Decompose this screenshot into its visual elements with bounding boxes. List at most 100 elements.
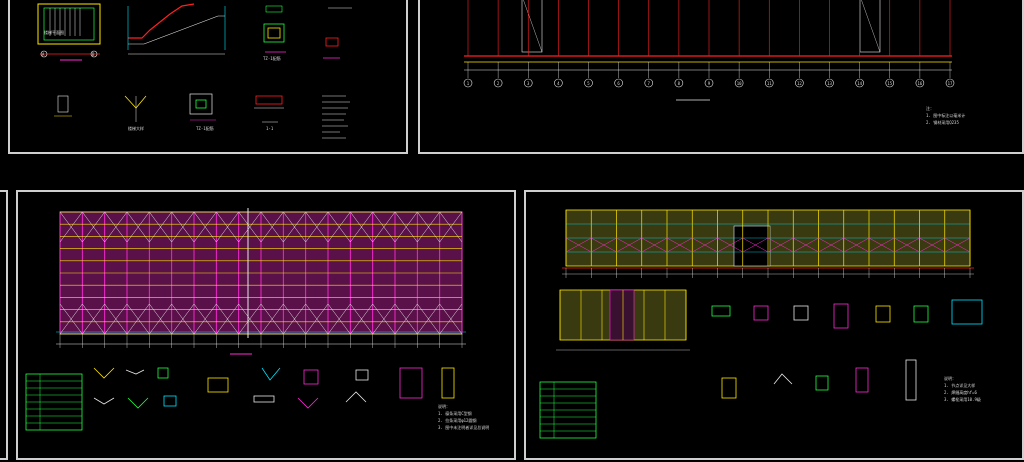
frame-note-title: 说明： [944, 375, 956, 381]
stair-details-drawing: 楼梯平面图 TZ-1配筋 TZ-1配筋 1-1 楼梯大样 A B [37, 3, 352, 139]
roof-brace [171, 211, 195, 243]
frame-brace [843, 237, 870, 253]
frame-note-2: 2. 焊缝高度hf=6 [944, 389, 977, 395]
frame-details-drawing: 说明： 1. 节点详见大样 2. 焊缝高度hf=6 3. 螺栓采用10.9级 [539, 209, 983, 439]
elev-axis-number: 3 [527, 81, 530, 86]
roof-brace [305, 303, 329, 335]
frame-brace [641, 237, 668, 253]
elev-axis-bubble [644, 78, 654, 88]
axis-a: A [42, 52, 45, 57]
roof-brace [305, 211, 329, 243]
elev-axis-number: 8 [678, 81, 681, 86]
elev-axis-bubble [523, 78, 533, 88]
elev-axis-bubble [945, 78, 955, 88]
roof-brace [439, 303, 463, 335]
roof-brace [417, 303, 440, 335]
roof-brace [59, 303, 83, 335]
roof-brace [327, 303, 351, 335]
elev-axis-number: 17 [948, 81, 953, 86]
frame-brace [818, 237, 844, 253]
roof-brace [82, 303, 105, 335]
elev-axis-bubble [885, 78, 895, 88]
elev-axis-bubble [674, 78, 684, 88]
frame-note-1: 1. 节点详见大样 [944, 382, 975, 388]
roof-brace [350, 211, 373, 243]
roof-brace [193, 303, 217, 335]
frame-brace [666, 237, 693, 253]
roof-brace [372, 303, 396, 335]
axis-b: B [92, 52, 95, 57]
sheet-partial-left [0, 190, 8, 460]
roof-brace [104, 211, 128, 243]
roof-brace [149, 303, 172, 335]
elev-note-title: 注： [926, 105, 934, 111]
roof-brace [126, 303, 150, 335]
roof-brace [216, 211, 239, 243]
elev-axis-bubble [584, 78, 593, 88]
frame-brace [692, 237, 718, 253]
frame-brace [868, 237, 895, 253]
elev-axis-number: 12 [797, 81, 802, 86]
frame-brace [616, 237, 642, 253]
elev-axis-number: 7 [648, 81, 651, 86]
roof-brace [238, 211, 262, 243]
elev-axis-number: 10 [737, 81, 742, 86]
elev-axis-number: 6 [617, 81, 620, 86]
frame-note-3: 3. 螺栓采用10.9级 [944, 396, 981, 402]
elev-axis-bubble [764, 78, 774, 88]
roof-brace [260, 211, 284, 243]
roof-brace [59, 211, 83, 243]
roof-brace [260, 303, 284, 335]
roof-brace [104, 303, 128, 335]
elev-note-2: 2. 钢材采用Q235 [926, 119, 959, 125]
stair-plan-label: 楼梯平面图 [44, 29, 64, 35]
sheet-roof-plan: 说明： 1. 檩条采用C型钢 2. 拉条采用φ12圆钢 3. 图中未注明者详见总… [16, 190, 516, 460]
elev-axis-bubble [463, 78, 473, 88]
elev-axis-number: 9 [708, 81, 711, 86]
frame-brace [591, 237, 617, 253]
sheet-frame-details: 说明： 1. 节点详见大样 2. 焊缝高度hf=6 3. 螺栓采用10.9级 [524, 190, 1024, 460]
roof-brace [327, 211, 351, 243]
elev-axis-number: 4 [557, 81, 560, 86]
elev-axis-bubble [704, 78, 714, 88]
frame-brace [565, 237, 592, 253]
roof-brace [126, 211, 150, 243]
roof-brace [439, 211, 463, 243]
elev-axis-number: 15 [887, 81, 892, 86]
sheet-stair-details: 楼梯平面图 TZ-1配筋 TZ-1配筋 1-1 楼梯大样 A B [8, 0, 408, 154]
frame-brace [742, 237, 769, 253]
tz1-label-2: TZ-1配筋 [196, 125, 214, 131]
roof-brace [193, 211, 217, 243]
elev-axis-number: 14 [857, 81, 862, 86]
frame-brace [894, 237, 920, 253]
roof-brace [216, 303, 239, 335]
elev-axis-bubble [493, 78, 503, 88]
elev-axis-bubble [795, 78, 804, 88]
frame-brace [793, 237, 819, 253]
stair-detail-label: 楼梯大样 [128, 125, 144, 131]
roof-brace [372, 211, 396, 243]
elev-axis-number: 1 [467, 81, 470, 86]
roof-plan-drawing: 说明： 1. 檩条采用C型钢 2. 拉条采用φ12圆钢 3. 图中未注明者详见总… [25, 208, 489, 431]
elev-axis-bubble [855, 78, 864, 88]
frame-brace [767, 237, 794, 253]
elev-axis-number: 13 [827, 81, 832, 86]
roof-brace [417, 211, 440, 243]
roof-brace [350, 303, 373, 335]
roof-brace [238, 303, 262, 335]
roof-brace [394, 211, 418, 243]
roof-note-2: 2. 拉条采用φ12圆钢 [438, 417, 476, 423]
elev-note-1: 1. 图中标注以毫米计 [926, 112, 965, 118]
elev-axis-bubble [825, 78, 834, 88]
elev-axis-number: 16 [917, 81, 922, 86]
frame-brace [944, 237, 971, 253]
elev-axis-bubble [614, 78, 623, 88]
roof-brace [171, 303, 195, 335]
roof-note-title: 说明： [438, 403, 450, 409]
elev-axis-bubble [554, 78, 563, 88]
elev-axis-bubble [734, 78, 744, 88]
roof-brace [283, 211, 306, 243]
roof-note-1: 1. 檩条采用C型钢 [438, 410, 472, 416]
